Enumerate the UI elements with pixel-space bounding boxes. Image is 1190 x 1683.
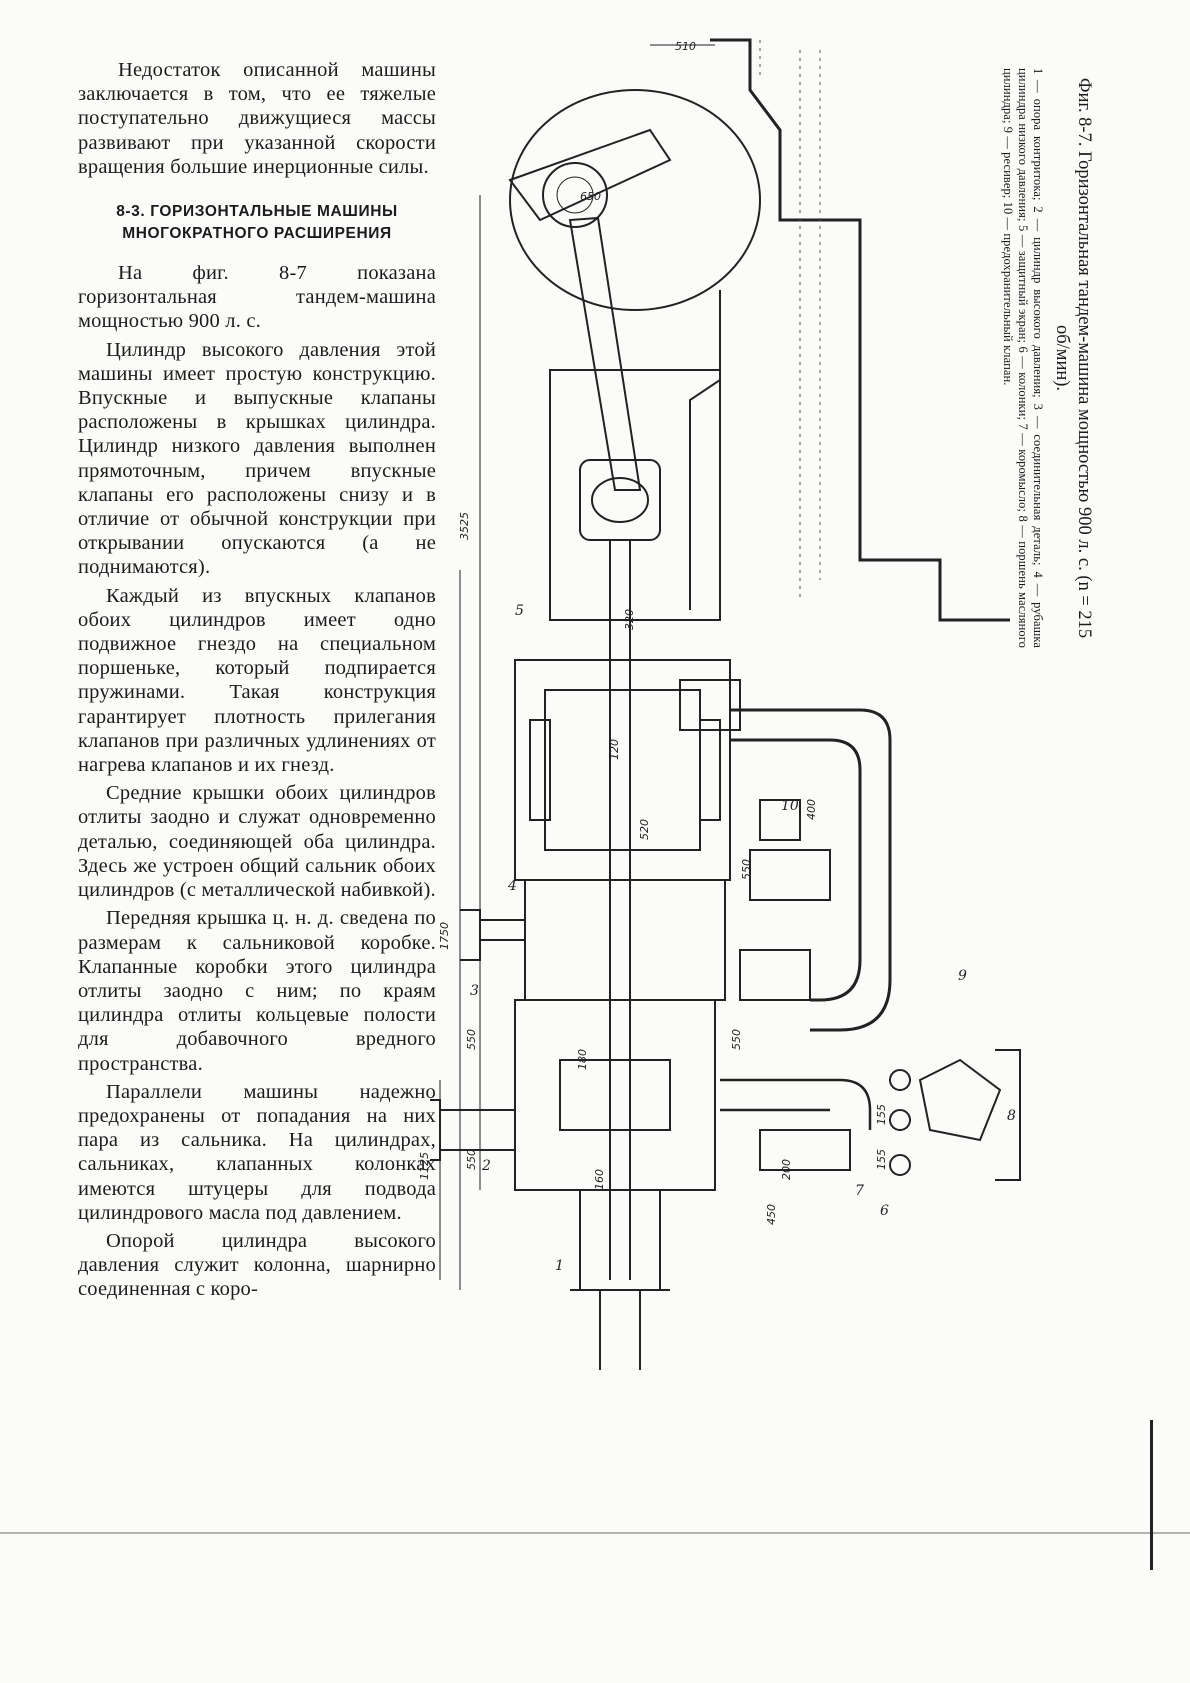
scan-bottom-line — [0, 1532, 1190, 1534]
label-3: 3 — [470, 983, 479, 999]
valve-column — [679, 679, 741, 731]
dim-650: 650 — [580, 190, 601, 203]
section-heading: 8-3. ГОРИЗОНТАЛЬНЫЕ МАШИНЫ МНОГОКРАТНОГО… — [116, 203, 398, 243]
crank-disc — [542, 162, 608, 228]
caption-title: Фиг. 8-7. Горизонтальная тандем-машина м… — [1052, 77, 1094, 639]
dim-400: 400 — [805, 799, 818, 820]
paragraph-support: Опорой цилиндра высокого давления служит… — [78, 1229, 436, 1301]
text-column: Недостаток описанной машины заключается … — [78, 58, 436, 1306]
dim-120: 120 — [608, 739, 621, 760]
label-1: 1 — [555, 1258, 564, 1274]
receiver-pipe — [730, 708, 892, 1032]
connecting-piece — [524, 879, 726, 1001]
crosshead-guide — [549, 369, 721, 621]
paragraph-parallels: Параллели машины надежно предохранены от… — [78, 1080, 436, 1224]
label-5: 5 — [515, 603, 524, 619]
dim-155-b: 155 — [875, 1149, 888, 1170]
caption-legend: 1 — опора контритока; 2 — цилиндр высоко… — [1001, 68, 1045, 648]
dim-320: 320 — [623, 609, 636, 630]
paragraph-front-cover: Передняя крышка ц. н. д. сведена по разм… — [78, 907, 436, 1075]
dim-180: 180 — [576, 1049, 589, 1070]
foundation-wall — [710, 38, 1010, 622]
engine-drawing: 510 650 3525 1750 1125 550 550 550 550 5… — [420, 38, 1021, 1370]
dim-200: 200 — [780, 1159, 793, 1180]
label-8: 8 — [1007, 1108, 1016, 1124]
dim-3525: 3525 — [458, 512, 471, 540]
lp-cylinder — [514, 659, 731, 881]
label-9: 9 — [958, 968, 967, 984]
dim-550-b: 550 — [465, 1149, 478, 1170]
label-10: 10 — [781, 798, 799, 814]
dim-520: 520 — [638, 819, 651, 840]
paragraph-valves: Каждый из впускных клапанов обоих цилинд… — [78, 584, 436, 777]
paragraph-fig-ref: На фиг. 8-7 показана горизонтальная танд… — [78, 262, 436, 333]
piston-rod — [609, 540, 631, 1280]
dim-550-d: 550 — [730, 1029, 743, 1050]
connecting-rod — [568, 216, 642, 491]
label-7: 7 — [855, 1183, 864, 1199]
front-support — [579, 1190, 661, 1291]
crosshead — [591, 477, 649, 523]
rocker-bolt — [889, 1069, 911, 1091]
dim-550-c: 550 — [740, 859, 753, 880]
rocker — [918, 1058, 1002, 1142]
paragraph-hp-cylinder: Цилиндр высокого давления этой машины им… — [78, 338, 436, 579]
label-2: 2 — [481, 1158, 491, 1174]
dim-1125: 1125 — [420, 1152, 431, 1180]
label-4: 4 — [507, 878, 517, 894]
paragraph-covers: Средние крышки обоих цилиндров отлиты за… — [78, 782, 436, 902]
dim-550-a: 550 — [465, 1029, 478, 1050]
dim-160: 160 — [593, 1169, 606, 1190]
dim-450: 450 — [765, 1204, 778, 1225]
dim-155-a: 155 — [875, 1104, 888, 1125]
crank-housing — [509, 89, 761, 311]
scan-edge-mark — [1150, 1420, 1153, 1570]
hp-cylinder — [514, 999, 716, 1191]
paragraph-intro: Недостаток описанной машины заключается … — [78, 59, 436, 178]
dim-510: 510 — [675, 40, 696, 53]
dim-1750: 1750 — [438, 922, 451, 950]
figure-caption: Фиг. 8-7. Горизонтальная тандем-машина м… — [1000, 68, 1095, 648]
label-6: 6 — [880, 1203, 889, 1219]
